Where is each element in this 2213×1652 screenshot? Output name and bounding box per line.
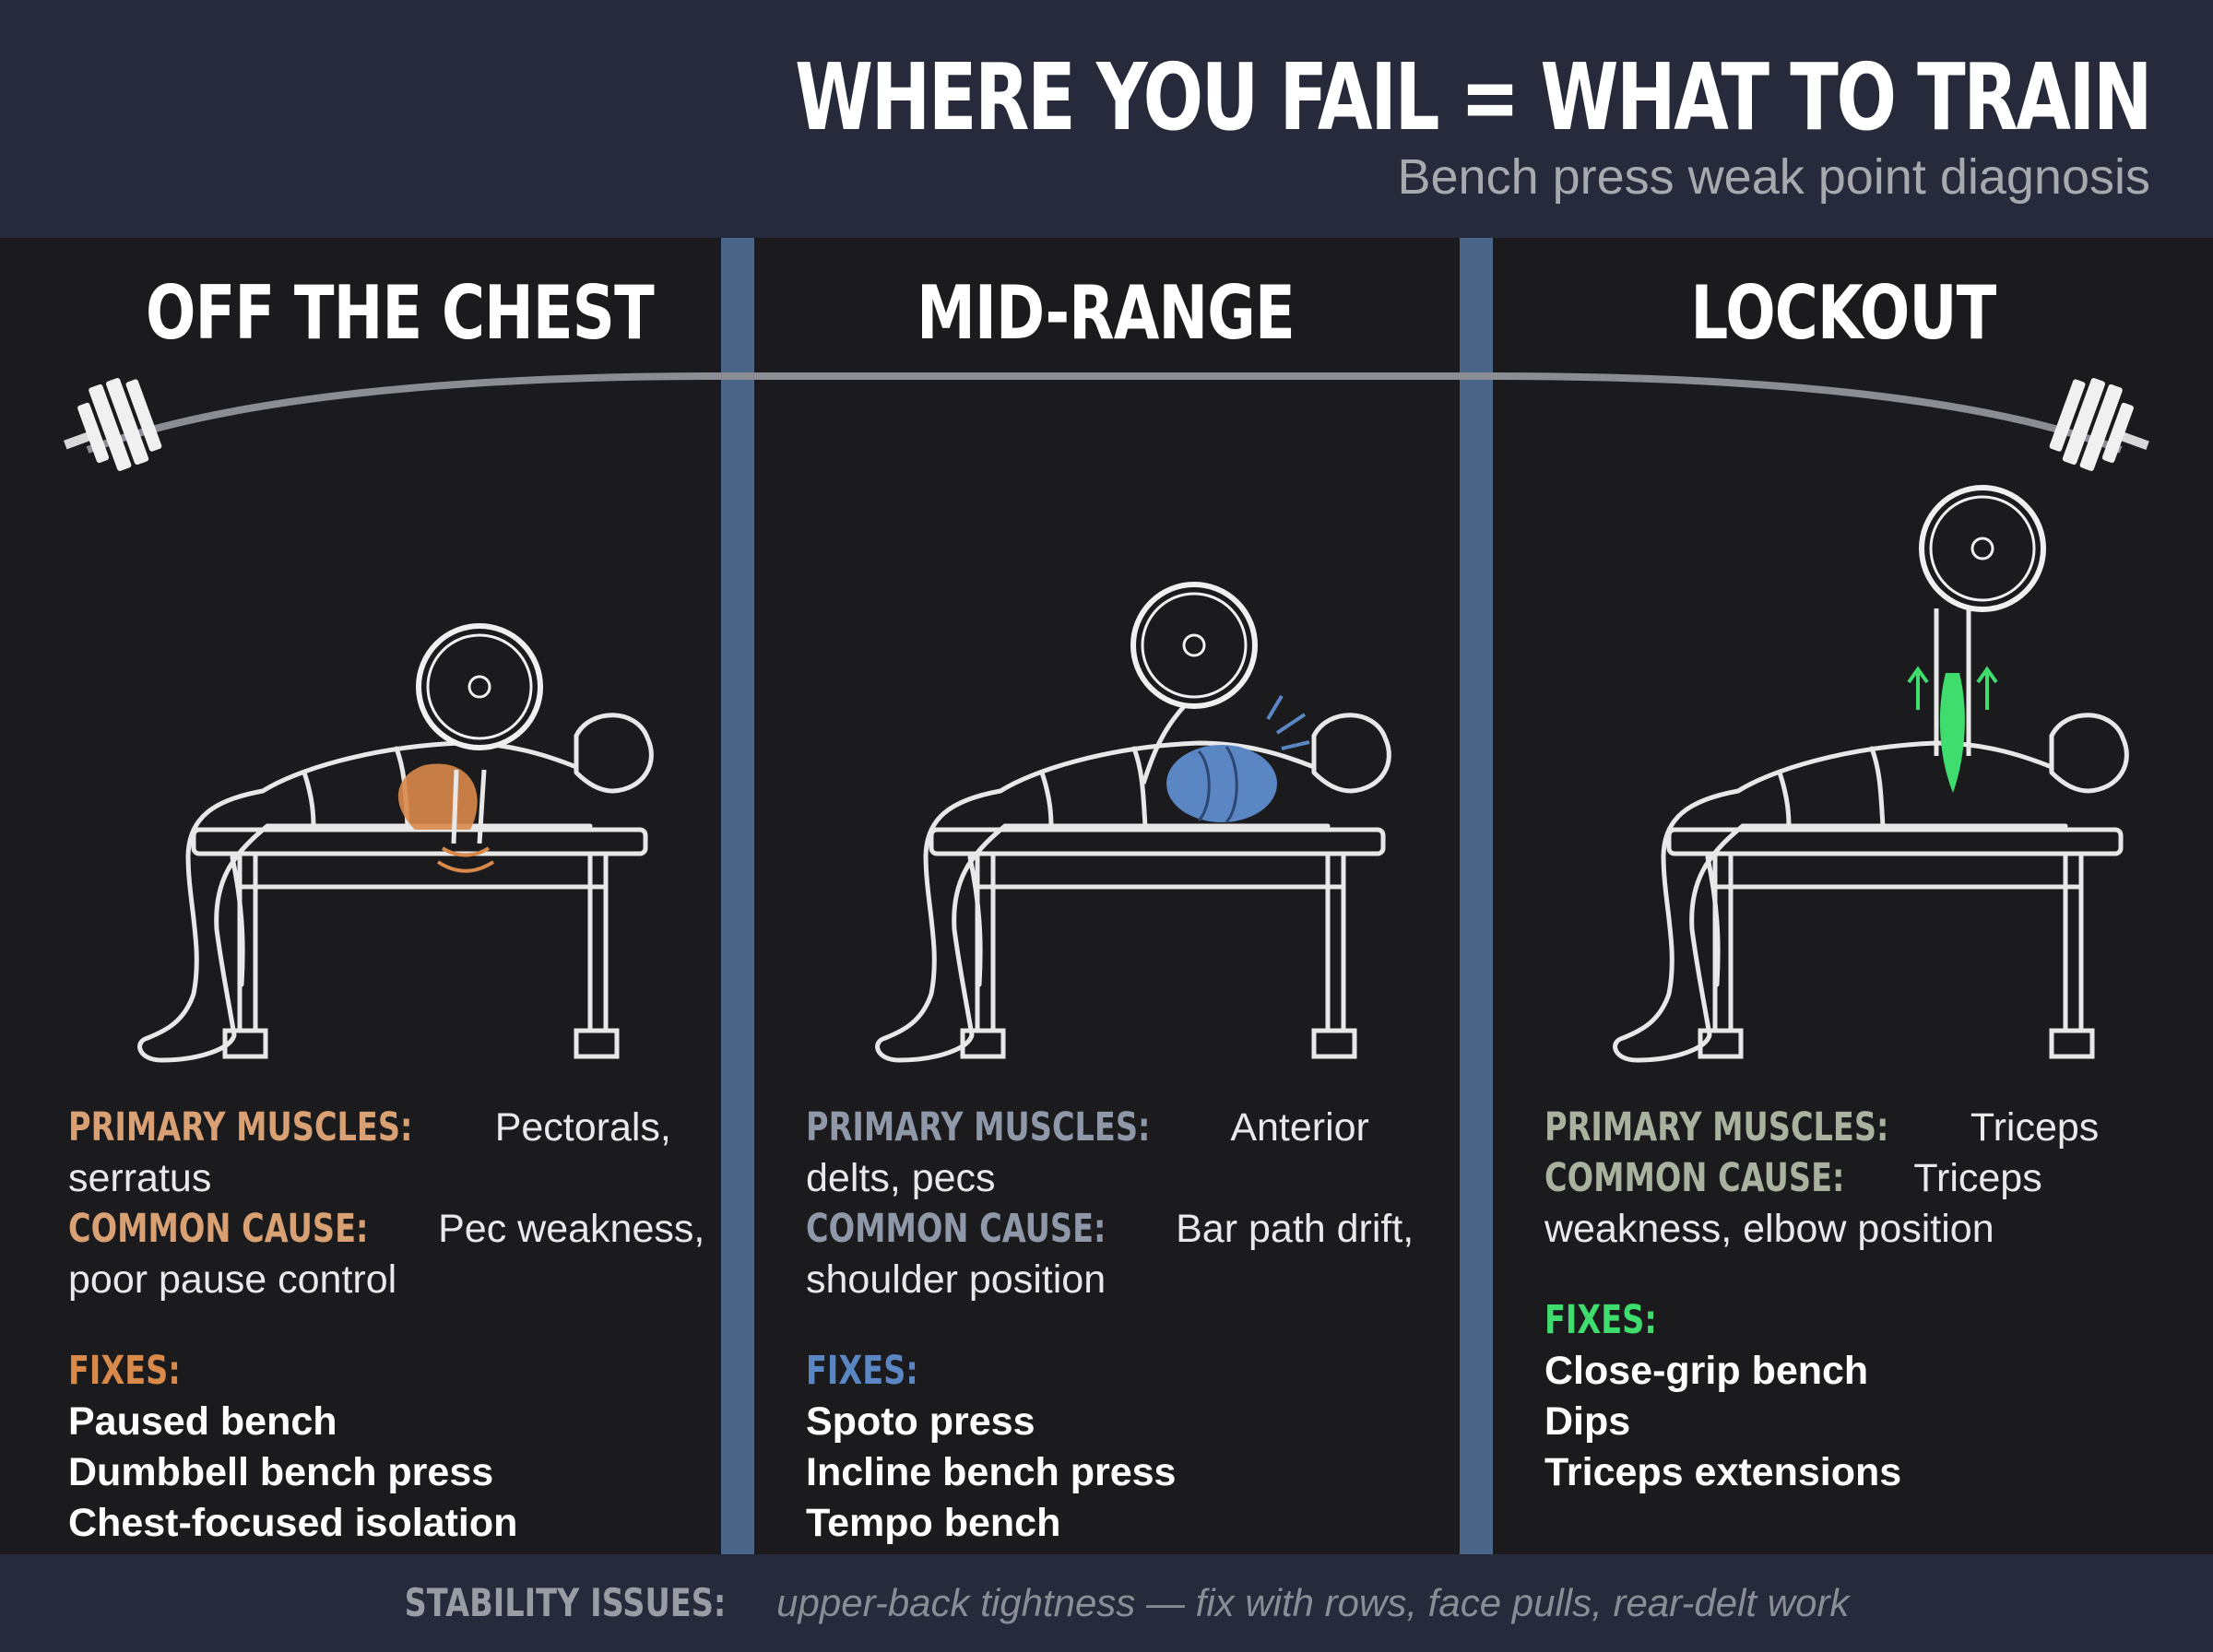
primary-muscles-value: Anterior delts, pecs [806,1105,1369,1200]
fix-item: Triceps extensions [1544,1450,1902,1494]
fixes-label: FIXES: [1544,1297,1657,1343]
fixes-label: FIXES: [806,1348,918,1394]
bar-path-arc [86,372,2123,454]
common-cause-value: Triceps weakness, elbow position [1544,1156,2042,1251]
barbell-end-right-icon [2049,378,2149,471]
deltoid-highlight-icon [1166,745,1277,822]
bench-press-figure-midrange [878,584,1390,1060]
fixes-label: FIXES: [68,1348,181,1394]
panel-title-lockout: LOCKOUT [1690,270,1996,356]
common-cause-label: COMMON CAUSE: [1544,1155,1845,1201]
page-subtitle: Bench press weak point diagnosis [1397,149,2151,205]
fix-item: Spoto press [806,1399,1035,1444]
primary-muscles-label: PRIMARY MUSCLES: [1544,1104,1889,1150]
panel-info-mid-range: PRIMARY MUSCLES: Anterior delts, pecs CO… [806,1103,1451,1549]
fix-item: Dips [1544,1399,1631,1444]
panel-divider [721,238,754,1554]
barbell-end-left-icon [64,378,162,471]
triceps-highlight-icon [1939,673,1965,793]
primary-muscles-label: PRIMARY MUSCLES: [806,1104,1151,1150]
stability-issues-label: STABILITY ISSUES: [404,1580,726,1625]
pectoral-highlight-icon [397,763,478,830]
fix-item: Incline bench press [806,1450,1177,1494]
fix-item: Close-grip bench [1544,1349,1869,1393]
footer-banner: STABILITY ISSUES: upper-back tightness —… [0,1554,2213,1652]
fix-item: Dumbbell bench press [68,1450,494,1494]
fix-item: Chest-focused isolation [68,1501,518,1545]
primary-muscles-value: Pectorals, serratus [68,1105,671,1200]
common-cause-label: COMMON CAUSE: [806,1206,1106,1252]
panel-info-off-the-chest: PRIMARY MUSCLES: Pectorals, serratus COM… [68,1103,714,1549]
panel-info-lockout: PRIMARY MUSCLES: Triceps COMMON CAUSE: T… [1544,1103,2190,1498]
common-cause-value: Pec weakness, poor pause control [68,1207,705,1302]
panel-title-mid-range: MID-RANGE [917,270,1296,356]
primary-muscles-label: PRIMARY MUSCLES: [68,1104,413,1150]
fix-item: Tempo bench [806,1501,1061,1545]
common-cause-value: Bar path drift, shoulder position [806,1207,1414,1302]
common-cause-label: COMMON CAUSE: [68,1206,369,1252]
primary-muscles-value: Triceps [1970,1105,2100,1150]
illustration-layer [64,372,2149,1554]
bench-press-figure-lockout [1615,488,2127,1060]
panel-divider [1460,238,1493,1554]
stability-issues-text: upper-back tightness — fix with rows, fa… [776,1581,1850,1624]
fix-item: Paused bench [68,1399,337,1444]
header-banner: WHERE YOU FAIL = WHAT TO TRAIN Bench pre… [0,0,2213,238]
bench-press-figure-chest [140,626,652,1060]
panel-title-off-the-chest: OFF THE CHEST [146,270,655,356]
page-title: WHERE YOU FAIL = WHAT TO TRAIN [795,43,2152,151]
